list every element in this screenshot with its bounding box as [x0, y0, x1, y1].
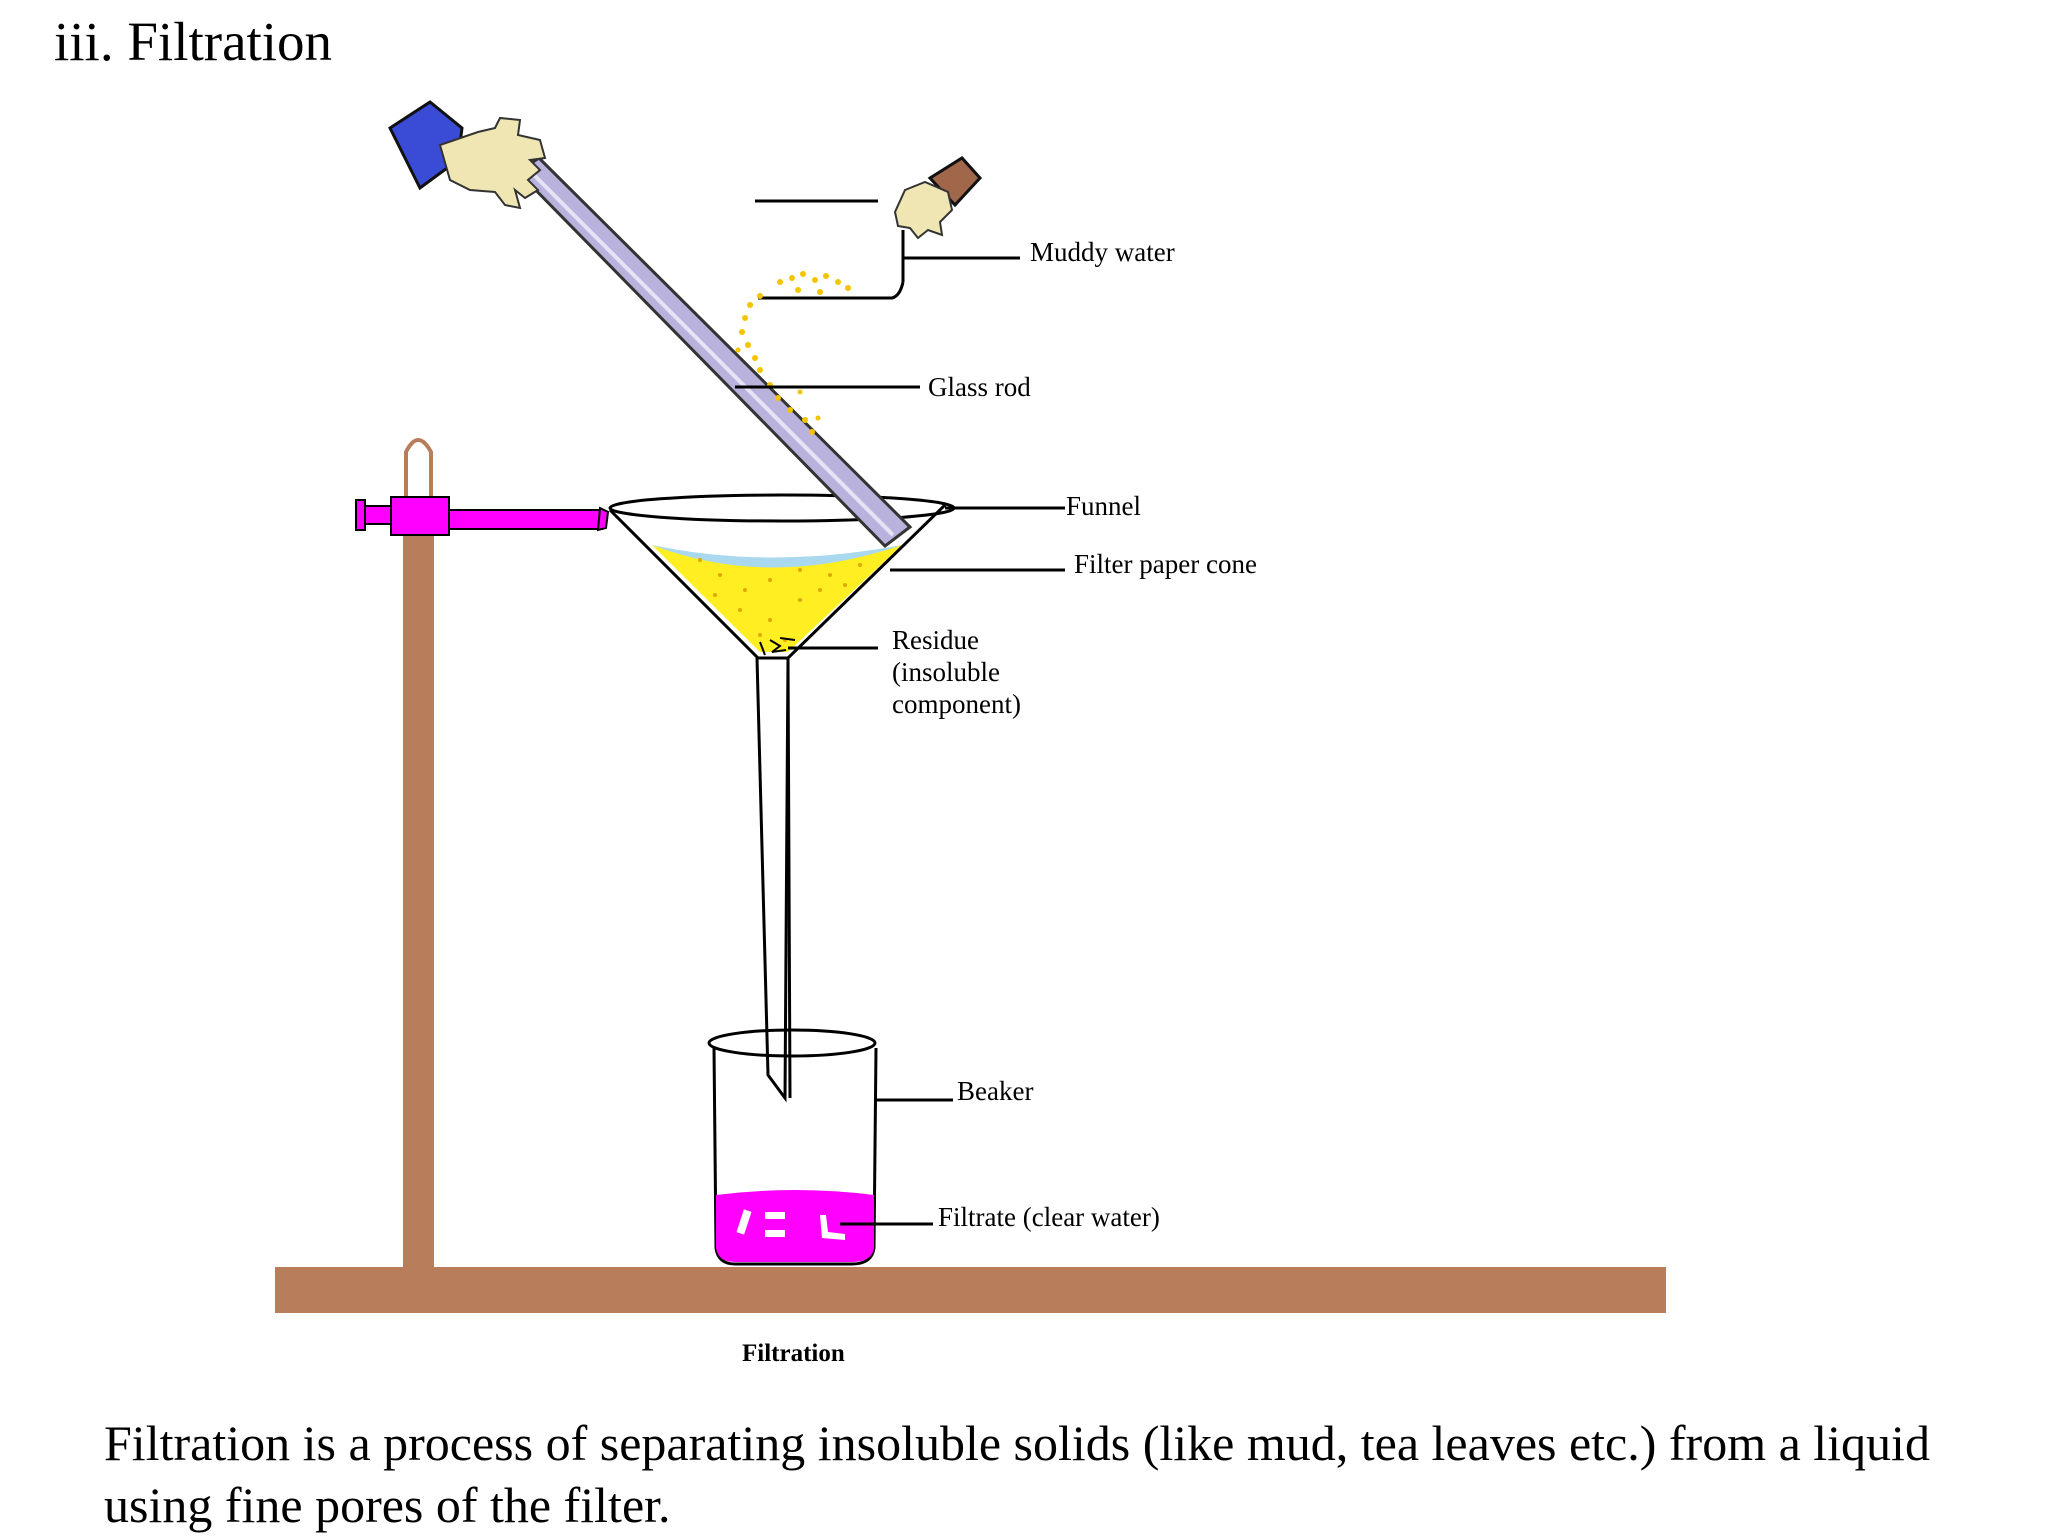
stand-rod [403, 520, 434, 1272]
right-hand [893, 156, 983, 240]
muddy-water-beaker [755, 199, 905, 300]
label-residue-3: component) [892, 689, 1021, 719]
water-surface [652, 545, 902, 568]
figure-caption: Filtration [742, 1340, 845, 1367]
label-beaker: Beaker [957, 1076, 1033, 1106]
leader-lines [735, 256, 1065, 1226]
label-glass-rod: Glass rod [928, 372, 1031, 402]
label-filter-paper-cone: Filter paper cone [1074, 549, 1257, 579]
residue-mark [759, 637, 796, 656]
glass-rod [515, 156, 913, 548]
label-funnel: Funnel [1066, 491, 1141, 521]
filtrate-liquid [716, 1190, 874, 1262]
mud-speckles [698, 558, 862, 642]
description-paragraph: Filtration is a process of separating in… [104, 1415, 1930, 1533]
beaker [707, 1028, 878, 1266]
label-residue-2: (insoluble [892, 657, 1000, 687]
funnel-stem [755, 657, 792, 1103]
stand-base [275, 1267, 1666, 1313]
muddy-water-in-funnel [652, 545, 902, 652]
label-muddy-water: Muddy water [1030, 237, 1175, 267]
left-hand [388, 100, 547, 210]
muddy-water-stream [735, 271, 851, 435]
label-residue-1: Residue [892, 625, 979, 655]
filtrate-highlights [736, 1209, 845, 1240]
clamp [355, 496, 610, 536]
label-filtrate: Filtrate (clear water) [938, 1202, 1160, 1232]
section-heading: iii. Filtration [54, 11, 333, 72]
